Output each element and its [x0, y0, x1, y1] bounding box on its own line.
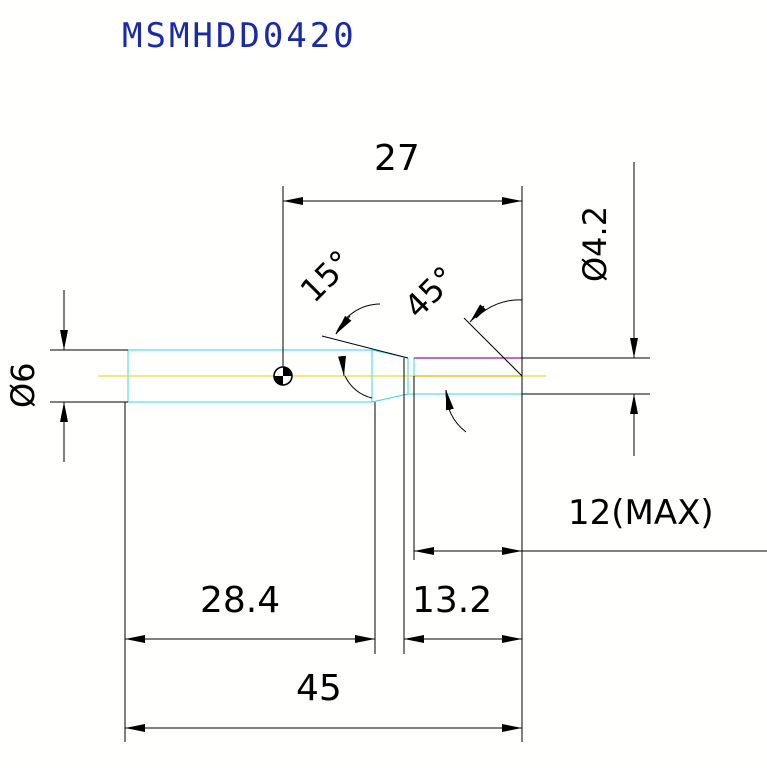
reference-point-icon: [273, 366, 293, 386]
angle-45-arrow-top: [469, 304, 487, 323]
angle-15-arrow-bottom: [338, 355, 346, 377]
taper-lines: [414, 357, 523, 377]
dim-132-label: 13.2: [412, 580, 492, 621]
dim-27-label: 27: [374, 138, 420, 179]
angle-45-arc: [475, 299, 523, 319]
part-outline: [127, 349, 522, 403]
angle-15-leader: [321, 335, 409, 359]
angle-15-arc: [335, 303, 381, 335]
dim-d42-label: Ø4.2: [576, 206, 614, 282]
drawing-title: MSMHDD0420: [122, 16, 357, 56]
dim-284-label: 28.4: [200, 580, 280, 621]
dim-45-label: 45: [296, 668, 342, 709]
dim-d6-label: Ø6: [4, 362, 42, 408]
angle-45-arrow-bottom: [445, 389, 454, 411]
angle-45-label: 45°: [397, 259, 464, 326]
angle-15-arc-lower: [344, 375, 373, 399]
angle-15-arrow-top: [335, 315, 352, 335]
angle-45-arc-lower: [445, 389, 467, 433]
angle-15-label: 15°: [293, 243, 360, 310]
angle-45-leader: [463, 317, 523, 377]
dim-12max-label: 12(MAX): [568, 493, 714, 533]
